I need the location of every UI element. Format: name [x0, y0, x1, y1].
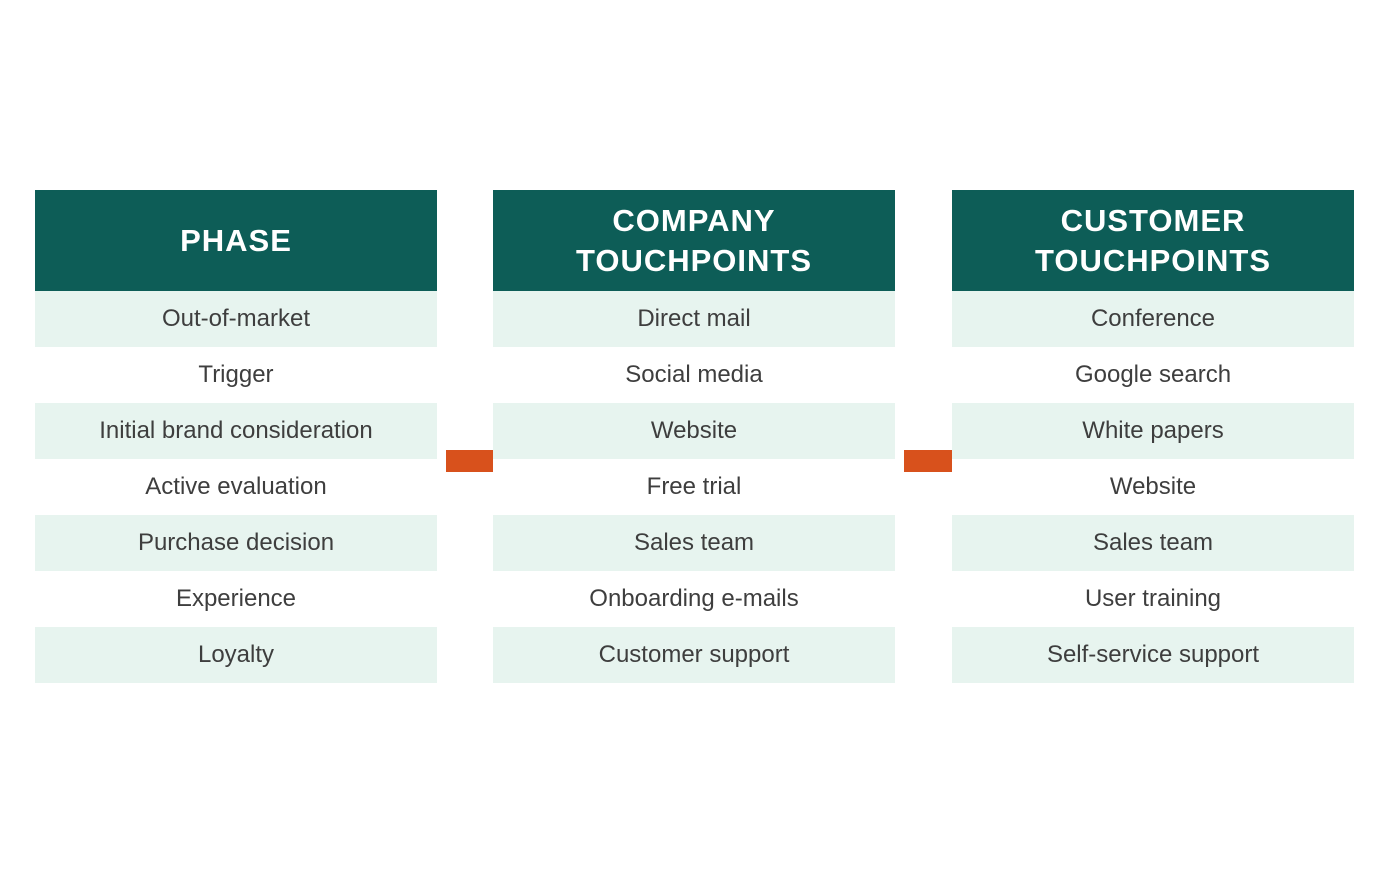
phase-column-header-label: PHASE	[180, 222, 292, 258]
customer-touchpoints-header-label: CUSTOMER TOUCHPOINTS	[1034, 202, 1272, 278]
table-row: Sales team	[493, 515, 895, 571]
customer-touchpoints-rows: Conference Google search White papers We…	[952, 291, 1354, 683]
row-label: Out-of-market	[161, 305, 311, 332]
row-label: Loyalty	[197, 641, 275, 668]
row-label: Active evaluation	[145, 473, 327, 500]
company-touchpoints-header: COMPANY TOUCHPOINTS	[493, 190, 895, 291]
table-row: Free trial	[493, 459, 895, 515]
row-label: Conference	[1090, 305, 1216, 332]
table-row: Purchase decision	[35, 515, 437, 571]
row-label: Google search	[1074, 361, 1232, 388]
phase-column: PHASE Out-of-market Trigger Initial bran…	[35, 190, 437, 683]
table-row: Loyalty	[35, 627, 437, 683]
customer-touchpoints-header: CUSTOMER TOUCHPOINTS	[952, 190, 1354, 291]
row-label: Experience	[175, 585, 297, 612]
row-label: Customer support	[598, 641, 790, 668]
table-row: Website	[493, 403, 895, 459]
table-row: Out-of-market	[35, 291, 437, 347]
table-row: Active evaluation	[35, 459, 437, 515]
row-label: Purchase decision	[137, 529, 335, 556]
table-row: Google search	[952, 347, 1354, 403]
row-label: Onboarding e-mails	[589, 585, 799, 612]
row-label: Trigger	[198, 361, 274, 388]
table-row: Self-service support	[952, 627, 1354, 683]
row-label: Website	[650, 417, 738, 444]
company-touchpoints-header-label: COMPANY TOUCHPOINTS	[575, 202, 813, 278]
row-label: Initial brand consideration	[99, 417, 373, 444]
table-row: Social media	[493, 347, 895, 403]
customer-touchpoints-column: CUSTOMER TOUCHPOINTS Conference Google s…	[952, 190, 1354, 683]
table-row: Sales team	[952, 515, 1354, 571]
table-row: Customer support	[493, 627, 895, 683]
table-row: White papers	[952, 403, 1354, 459]
row-label: White papers	[1082, 417, 1224, 444]
row-label: Direct mail	[637, 305, 751, 332]
table-row: Conference	[952, 291, 1354, 347]
table-row: Initial brand consideration	[35, 403, 437, 459]
table-row: User training	[952, 571, 1354, 627]
table-row: Trigger	[35, 347, 437, 403]
row-label: Free trial	[646, 473, 742, 500]
phase-column-header: PHASE	[35, 190, 437, 291]
phase-rows: Out-of-market Trigger Initial brand cons…	[35, 291, 437, 683]
table-row: Onboarding e-mails	[493, 571, 895, 627]
company-touchpoints-rows: Direct mail Social media Website Free tr…	[493, 291, 895, 683]
row-label: Self-service support	[1046, 641, 1260, 668]
row-label: User training	[1084, 585, 1222, 612]
row-label: Website	[1109, 473, 1197, 500]
table-row: Website	[952, 459, 1354, 515]
company-touchpoints-column: COMPANY TOUCHPOINTS Direct mail Social m…	[493, 190, 895, 683]
row-label: Social media	[625, 361, 763, 388]
row-label: Sales team	[1092, 529, 1214, 556]
table-row: Experience	[35, 571, 437, 627]
row-label: Sales team	[633, 529, 755, 556]
table-row: Direct mail	[493, 291, 895, 347]
